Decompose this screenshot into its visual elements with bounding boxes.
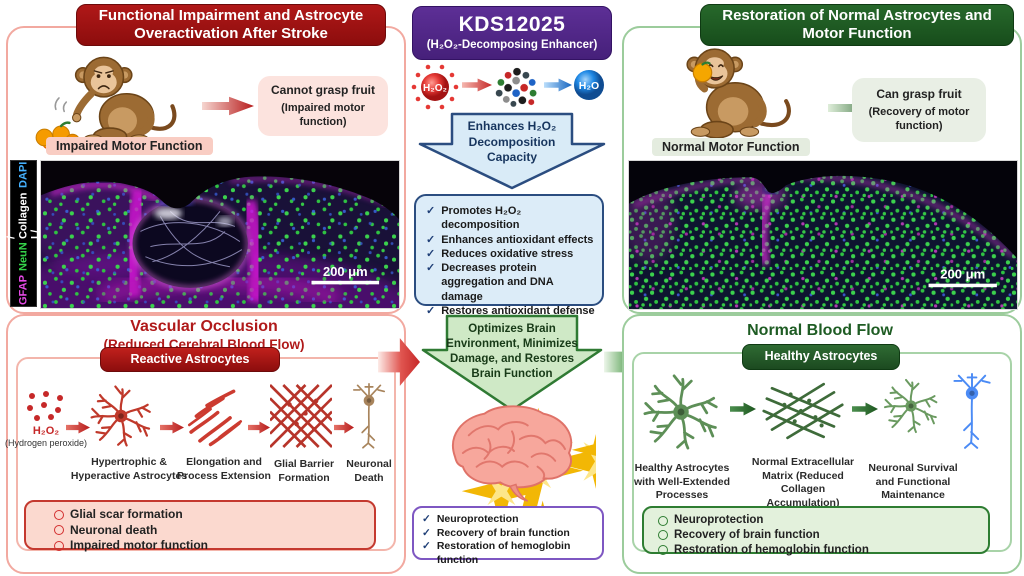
check-icon: ✓ — [422, 540, 431, 553]
normal-motor-caption: Normal Motor Function — [652, 138, 810, 156]
h2o2-sublabel: (Hydrogen peroxide) — [4, 438, 88, 448]
channel-gfap: GFAP — [17, 275, 30, 306]
result-subline: (Recovery of motor function) — [868, 105, 970, 132]
effect-item: ✓Restores antioxidant defense — [426, 305, 595, 318]
vascular-occlusion-title: Vascular Occlusion — [130, 318, 278, 335]
stage-arrow-icon — [248, 421, 270, 434]
stage-label: Neuronal Death — [346, 458, 392, 484]
healthy-astrocytes-badge: Healthy Astrocytes — [742, 344, 900, 370]
result-subline: (Impaired motor function) — [281, 101, 365, 128]
stroke-outcomes-box: Glial scar formation Neuronal death Impa… — [24, 500, 376, 552]
effect-item: ✓Reduces oxidative stress — [426, 247, 574, 260]
circle-bullet-icon — [54, 509, 64, 520]
to-water-arrow-icon — [544, 78, 572, 92]
outcome-item: Neuroprotection — [658, 513, 980, 528]
extracellular-matrix-illustration — [760, 380, 846, 442]
stage-label: Healthy Astrocytes with Well-Extended Pr… — [633, 462, 731, 502]
stage-arrow-icon — [66, 421, 90, 434]
drug-subtitle: (H₂O₂-Decomposing Enhancer) — [426, 39, 598, 52]
scale-bar — [311, 280, 380, 285]
outcome-item: Restoration of hemoglobin function — [658, 543, 980, 558]
glowing-brain-illustration — [452, 405, 596, 506]
circle-bullet-icon — [658, 530, 668, 541]
caption-text: Impaired Motor Function — [56, 139, 203, 153]
drug-effects-box: ✓Promotes H₂O₂ decomposition ✓Enhances a… — [414, 194, 604, 317]
outcome-item: Impaired motor function — [54, 538, 366, 554]
scale-bar — [928, 283, 997, 288]
circle-bullet-icon — [658, 545, 668, 556]
outcome-item: Glial scar formation — [54, 507, 366, 523]
normal-blood-flow-title: Normal Blood Flow — [747, 322, 893, 339]
healthy-neuron-illustration — [950, 366, 994, 454]
glial-barrier-illustration — [270, 384, 332, 448]
stage-arrow-icon — [334, 421, 354, 434]
stage-label: Hypertrophic & Hyperactive Astrocytes — [70, 456, 188, 482]
kds-title-box: KDS12025 (H₂O₂-Decomposing Enhancer) — [412, 6, 612, 60]
effect-item: ✓Enhances antioxidant effects — [426, 233, 594, 246]
stage-label: Normal Extracellular Matrix (Reduced Col… — [751, 456, 855, 509]
title-text: Functional Impairment and Astrocyte Over… — [98, 7, 364, 42]
healthy-astrocyte-illustration — [638, 368, 724, 456]
check-icon: ✓ — [422, 526, 431, 539]
circle-bullet-icon — [658, 515, 668, 526]
drug-name: KDS12025 — [458, 13, 566, 37]
check-icon: ✓ — [426, 247, 436, 260]
optimize-brain-text: Optimizes Brain Environment, Minimizes D… — [446, 323, 578, 380]
check-icon: ✓ — [426, 305, 436, 318]
check-icon: ✓ — [426, 205, 436, 217]
caption-text: Normal Motor Function — [662, 140, 800, 154]
check-icon: ✓ — [426, 262, 436, 275]
scale-bar-label: 200 μm — [940, 267, 985, 282]
outcome-item: Recovery of brain function — [658, 528, 980, 543]
effect-item: ✓Promotes H₂O₂ decomposition — [426, 205, 522, 232]
product-label: H₂O — [579, 80, 599, 92]
check-icon: ✓ — [426, 233, 436, 246]
circle-bullet-icon — [54, 540, 64, 551]
water-molecule-icon: H₂O — [574, 70, 604, 100]
channel-neun: NeuN — [17, 242, 30, 272]
reactive-astrocytes-badge: Reactive Astrocytes — [100, 347, 280, 372]
channel-collagen: / Collagen I / — [5, 192, 42, 239]
title-text: Restoration of Normal Astrocytes and Mot… — [722, 7, 992, 42]
restored-brain-micrograph: 200 μm — [628, 160, 1018, 310]
check-icon: ✓ — [422, 513, 431, 525]
stage-label: Neuronal Survival and Functional Mainten… — [868, 462, 958, 502]
fluorescence-channel-label: GFAP NeuN / Collagen I / DAPI — [6, 160, 42, 307]
stroke-brain-micrograph: 200 μm — [40, 160, 400, 309]
stage-label: Glial Barrier Formation — [273, 458, 335, 484]
benefit-item: ✓Neuroprotection — [422, 513, 519, 525]
result-line: Cannot grasp fruit — [271, 82, 375, 97]
decompose-arrow-icon — [462, 78, 492, 92]
h2o2-dots-illustration — [27, 391, 63, 421]
can-grasp-box: Can grasp fruit (Recovery of motor funct… — [852, 78, 986, 142]
recovery-outcomes-box: Neuroprotection Recovery of brain functi… — [642, 506, 990, 556]
result-line: Can grasp fruit — [876, 86, 962, 101]
cannot-grasp-box: Cannot grasp fruit (Impaired motor funct… — [258, 76, 388, 136]
benefit-item: ✓Restoration of hemoglobin function — [422, 540, 571, 566]
recovered-astrocyte-illustration — [880, 374, 942, 438]
impaired-motor-caption: Impaired Motor Function — [46, 137, 213, 155]
circle-bullet-icon — [54, 525, 64, 536]
dying-neuron-illustration — [350, 376, 388, 454]
elongated-fibers-illustration — [184, 386, 246, 448]
happy-monkey-illustration — [686, 48, 791, 139]
enhance-capacity-text: Enhances H₂O₂ Decomposition Capacity — [467, 119, 557, 165]
effect-item: ✓Decreases protein aggregation and DNA d… — [426, 262, 554, 303]
stage-label: Elongation and Process Extension — [177, 456, 271, 482]
enhance-capacity-arrow: Enhances H₂O₂ Decomposition Capacity — [418, 112, 606, 190]
treatment-benefits-box: ✓Neuroprotection ✓Recovery of brain func… — [412, 506, 604, 566]
outcome-item: Neuronal death — [54, 523, 366, 539]
channel-dapi: DAPI — [17, 161, 30, 189]
substrate-label: H₂O₂ — [423, 83, 447, 94]
scale-bar-label: 200 μm — [323, 264, 368, 279]
h2o2-molecule-icon: H₂O₂ — [411, 64, 459, 110]
reactive-astrocyte-illustration — [86, 380, 156, 452]
panel-restoration-title: Restoration of Normal Astrocytes and Mot… — [700, 4, 1014, 46]
panel-impairment-title: Functional Impairment and Astrocyte Over… — [76, 4, 386, 46]
benefit-item: ✓Recovery of brain function — [422, 526, 570, 539]
h2o2-label: H₂O₂ — [32, 425, 60, 437]
optimize-brain-arrow: Optimizes Brain Environment, Minimizes D… — [421, 314, 603, 412]
stage-arrow-icon — [160, 421, 184, 434]
kds-molecule-illustration — [495, 67, 537, 108]
